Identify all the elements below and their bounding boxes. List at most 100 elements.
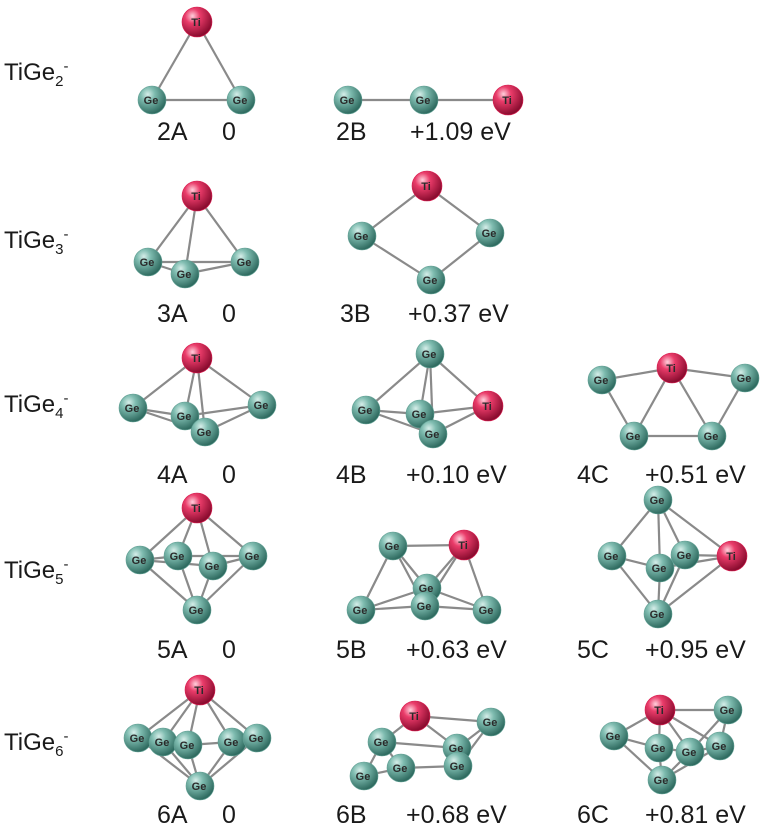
ge-atom-6b-6: Ge [443, 751, 473, 781]
caption-5c-energy: +0.95 eV [645, 636, 746, 664]
ge-atom-5b-2: Ge [346, 595, 376, 625]
ge-atom-5a-5: Ge [182, 595, 212, 625]
ge-atom-5b-0: Ge [378, 531, 408, 561]
ge-atom-5a-4: Ge [198, 551, 228, 581]
ti-atom-5b-1: Ti [448, 529, 480, 561]
svg-text:Ti: Ti [482, 401, 492, 413]
svg-text:Ge: Ge [245, 551, 260, 563]
caption-5a-id: 5A [157, 636, 188, 664]
svg-text:Ge: Ge [132, 555, 147, 567]
ge-atom-4c-4: Ge [697, 421, 727, 451]
svg-text:Ge: Ge [737, 373, 752, 385]
row-label-tige4: TiGe4- [4, 390, 69, 422]
svg-text:Ge: Ge [482, 228, 497, 240]
ge-atom-4a-2: Ge [247, 390, 277, 420]
ge-atom-6c-5: Ge [675, 737, 705, 767]
svg-text:Ge: Ge [720, 705, 735, 717]
row-label-tige6: TiGe6- [4, 728, 69, 760]
svg-text:Ge: Ge [682, 747, 697, 759]
svg-text:Ge: Ge [374, 737, 389, 749]
ge-atom-4b-4: Ge [418, 419, 448, 449]
ge-atom-6b-1: Ge [476, 707, 506, 737]
svg-text:Ge: Ge [417, 601, 432, 613]
svg-text:Ti: Ti [421, 181, 431, 193]
svg-text:Ge: Ge [177, 411, 192, 423]
svg-text:Ge: Ge [237, 257, 252, 269]
ge-atom-4c-3: Ge [619, 421, 649, 451]
ge-atom-2b-1: Ge [409, 85, 439, 115]
svg-text:Ge: Ge [189, 605, 204, 617]
svg-text:Ge: Ge [177, 269, 192, 281]
ge-atom-6b-4: Ge [349, 761, 379, 791]
svg-text:Ti: Ti [654, 705, 664, 717]
ge-atom-5c-0: Ge [643, 485, 673, 515]
caption-2a-id: 2A [157, 118, 188, 146]
svg-text:Ge: Ge [140, 257, 155, 269]
ti-atom-6c-0: Ti [644, 694, 676, 726]
svg-text:Ge: Ge [416, 95, 431, 107]
ti-atom-4a-0: Ti [181, 342, 213, 374]
ge-atom-2a-2: Ge [226, 85, 256, 115]
svg-text:Ge: Ge [144, 95, 159, 107]
caption-3a-id: 3A [157, 300, 188, 328]
svg-text:Ti: Ti [191, 353, 201, 365]
ge-atom-6a-2: Ge [148, 727, 178, 757]
ge-atom-6a-1: Ge [123, 723, 153, 753]
svg-text:Ge: Ge [594, 375, 609, 387]
caption-5c-id: 5C [577, 636, 609, 664]
svg-text:Ge: Ge [249, 733, 264, 745]
svg-text:Ge: Ge [170, 551, 185, 563]
ge-atom-4a-1: Ge [118, 393, 148, 423]
ge-atom-5b-4: Ge [410, 591, 440, 621]
svg-text:Ge: Ge [180, 740, 195, 752]
ge-atom-3a-1: Ge [133, 247, 163, 277]
ge-atom-6c-3: Ge [644, 733, 674, 763]
svg-text:Ge: Ge [651, 743, 666, 755]
ge-atom-2a-1: Ge [137, 85, 167, 115]
ge-atom-3b-3: Ge [416, 265, 446, 295]
ge-atom-4b-1: Ge [351, 395, 381, 425]
caption-2b-id: 2B [336, 118, 367, 146]
ti-atom-3a-0: Ti [181, 180, 213, 212]
ti-atom-6a-0: Ti [184, 674, 216, 706]
svg-text:Ge: Ge [340, 95, 355, 107]
caption-4c-energy: +0.51 eV [645, 461, 746, 489]
bond-5c-3 [657, 499, 733, 557]
ge-atom-6b-5: Ge [386, 753, 416, 783]
ge-atom-6c-2: Ge [599, 721, 629, 751]
caption-3b-energy: +0.37 eV [408, 300, 509, 328]
svg-text:Ge: Ge [606, 731, 621, 743]
svg-text:Ge: Ge [205, 561, 220, 573]
ti-atom-4b-2: Ti [472, 390, 504, 422]
ge-atom-6b-2: Ge [367, 727, 397, 757]
ge-atom-5a-1: Ge [125, 545, 155, 575]
caption-6a-id: 6A [157, 801, 188, 829]
svg-text:Ge: Ge [254, 400, 269, 412]
ge-atom-5a-3: Ge [163, 541, 193, 571]
caption-4b-energy: +0.10 eV [406, 461, 507, 489]
caption-4b-id: 4B [336, 461, 367, 489]
svg-text:Ge: Ge [233, 95, 248, 107]
ge-atom-3a-3: Ge [170, 259, 200, 289]
ti-atom-4c-0: Ti [656, 352, 688, 384]
svg-text:Ge: Ge [654, 775, 669, 787]
caption-2a-energy: 0 [222, 118, 236, 146]
svg-text:Ge: Ge [712, 741, 727, 753]
svg-text:Ti: Ti [191, 191, 201, 203]
svg-text:Ge: Ge [626, 431, 641, 443]
ge-atom-4b-0: Ge [415, 339, 445, 369]
ge-atom-6c-1: Ge [713, 695, 743, 725]
svg-text:Ge: Ge [197, 427, 212, 439]
svg-text:Ge: Ge [483, 717, 498, 729]
ge-atom-2b-0: Ge [333, 85, 363, 115]
caption-5a-energy: 0 [222, 636, 236, 664]
svg-text:Ge: Ge [224, 737, 239, 749]
ge-atom-6a-4: Ge [217, 727, 247, 757]
ti-atom-3b-0: Ti [411, 170, 443, 202]
ge-atom-6c-4: Ge [705, 731, 735, 761]
caption-6c-energy: +0.81 eV [645, 801, 746, 829]
ge-atom-5c-3: Ge [645, 553, 675, 583]
ge-atom-3b-2: Ge [475, 218, 505, 248]
svg-text:Ge: Ge [385, 541, 400, 553]
svg-text:Ge: Ge [422, 349, 437, 361]
